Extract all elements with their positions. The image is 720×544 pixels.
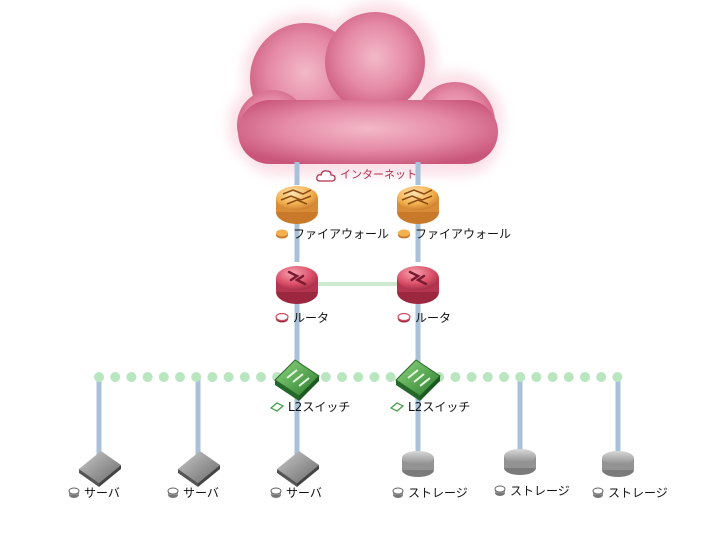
segment-dot: [191, 372, 202, 382]
storage-label: ストレージ: [494, 484, 570, 498]
segment-dot: [499, 372, 509, 382]
router-label: ルータ: [397, 311, 451, 325]
cloud-icon: [316, 169, 336, 182]
l2-switch-label: L2スイッチ: [390, 400, 470, 414]
segment-dot: [158, 372, 169, 382]
l2-switch-icon: [274, 359, 320, 401]
segment-dot: [612, 372, 623, 382]
server-label: サーバ: [68, 486, 120, 500]
segment-dot: [320, 372, 331, 382]
server-label-text: サーバ: [84, 486, 120, 500]
storage-icon: [602, 451, 634, 477]
storage-label-text: ストレージ: [608, 486, 668, 500]
l2-switch-label-text: L2スイッチ: [288, 400, 351, 414]
uplinks: [294, 162, 421, 365]
segment-dot: [385, 372, 396, 382]
segment-dot: [482, 372, 493, 382]
router-label-text: ルータ: [293, 311, 330, 325]
storage-label-text: ストレージ: [408, 486, 468, 500]
storage-label: ストレージ: [592, 486, 668, 500]
internet-label: インターネット: [316, 168, 417, 182]
server-mini-icon: [167, 487, 179, 498]
l2-switch-icon: [395, 359, 441, 401]
firewall-label-text: ファイアウォール: [415, 227, 512, 241]
segment-dot: [207, 372, 218, 382]
router-label: ルータ: [275, 311, 329, 325]
segment-dot: [223, 372, 234, 382]
firewall-label: ファイアウォール: [397, 227, 511, 241]
firewall-mini-icon: [398, 229, 410, 239]
segment-dot: [353, 372, 364, 382]
segment-dot: [531, 372, 542, 382]
storage-label-text: ストレージ: [510, 484, 570, 498]
storage-mini-icon: [392, 487, 404, 498]
segment-dot: [256, 372, 266, 382]
server-icon: [79, 451, 121, 487]
segment-dot: [515, 372, 526, 382]
segment-dot: [337, 372, 347, 382]
segment-dot: [580, 372, 590, 382]
internet-label-text: インターネット: [340, 168, 417, 181]
router-label-text: ルータ: [415, 311, 452, 325]
server-label: サーバ: [270, 486, 322, 500]
firewall-mini-icon: [276, 229, 288, 239]
segment-dot: [110, 372, 121, 382]
segment-dot: [142, 372, 153, 382]
downlinks: [96, 378, 621, 455]
segment-dot: [369, 372, 380, 382]
l2-switch-label-text: L2スイッチ: [408, 400, 471, 414]
storage-mini-icon: [494, 485, 506, 496]
storage-label: ストレージ: [392, 486, 468, 500]
segment-dot: [450, 372, 461, 382]
router-mini-icon: [397, 313, 411, 323]
server-mini-icon: [68, 487, 80, 498]
firewall-label-text: ファイアウォール: [293, 227, 390, 241]
server-label-text: サーバ: [286, 486, 322, 500]
segment-dot: [126, 372, 137, 382]
segment-dot: [466, 372, 477, 382]
router-icon: [276, 266, 318, 304]
firewall-icon: [276, 186, 318, 224]
network-segment: [94, 372, 623, 382]
server-mini-icon: [270, 487, 282, 498]
internet-cloud: [228, 2, 503, 175]
router-mini-icon: [275, 313, 289, 323]
segment-dot: [175, 372, 185, 382]
server-icon: [277, 451, 319, 487]
firewall-label: ファイアウォール: [275, 227, 389, 241]
segment-dot: [563, 372, 574, 382]
l2-switch-mini-icon: [270, 402, 284, 412]
l2-switch-mini-icon: [390, 402, 404, 412]
firewall-icon: [397, 186, 439, 224]
segment-dot: [239, 372, 250, 382]
server-label-text: サーバ: [183, 486, 219, 500]
segment-dot: [94, 372, 104, 382]
server-icon: [178, 451, 220, 487]
storage-icon: [402, 451, 434, 477]
server-label: サーバ: [167, 486, 219, 500]
storage-mini-icon: [592, 487, 604, 498]
router-icon: [397, 266, 439, 304]
storage-icon: [504, 449, 536, 475]
l2-switch-label: L2スイッチ: [270, 400, 350, 414]
segment-dot: [596, 372, 607, 382]
segment-dot: [547, 372, 558, 382]
